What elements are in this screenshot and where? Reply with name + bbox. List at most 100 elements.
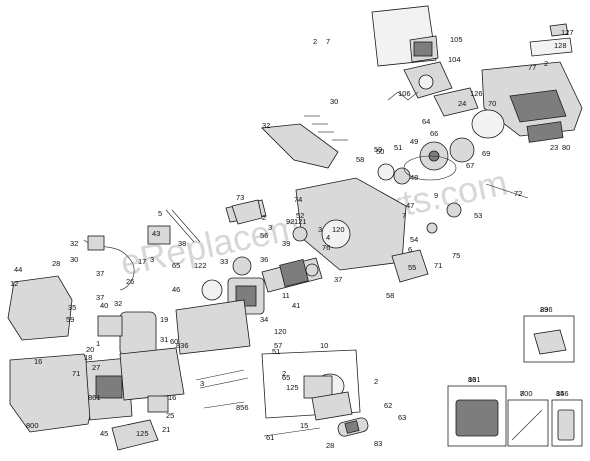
part-number-label: 44 (14, 265, 22, 274)
part-number-label: 836 (176, 341, 189, 350)
part-number-label: 28 (52, 259, 60, 268)
part-number-label: 7 (326, 37, 330, 46)
part-number-label: 12 (10, 279, 18, 288)
part-number-label: 69 (482, 149, 490, 158)
part-number-label: 26 (126, 277, 134, 286)
part-number-label: 74 (294, 195, 302, 204)
part-number-label: 62 (384, 401, 392, 410)
part-number-label: 19 (160, 315, 168, 324)
part-number-label: 128 (554, 41, 567, 50)
part-number-label: 52 (296, 211, 304, 220)
part-number-label: 46 (172, 285, 180, 294)
part-number-label: 20 (86, 345, 94, 354)
part-number-label: 45 (100, 429, 108, 438)
dust-bag (371, 5, 439, 67)
part-number-label: 59 (66, 315, 74, 324)
part-number-label: 55 (408, 263, 416, 272)
switch-38 (147, 225, 171, 245)
part-number-label: 66 (430, 129, 438, 138)
kit-836-box: 836 (523, 305, 575, 363)
part-number-label: 67 (466, 161, 474, 170)
rear-handle (9, 353, 97, 433)
motor-frame (175, 299, 251, 355)
part-number-label: 32 (114, 299, 122, 308)
part-number-label: 18 (84, 353, 92, 362)
kit-861-box: 861 (447, 375, 507, 447)
part-number-label: 40 (100, 301, 108, 310)
part-number-label: 125 (136, 429, 149, 438)
part-number-label: 10 (320, 341, 328, 350)
pad-80 (526, 121, 564, 143)
part-number-label: 2 (544, 59, 548, 68)
part-number-label: 60 (170, 337, 178, 346)
part-number-label: 1 (96, 339, 100, 348)
part-number-label: 16 (168, 393, 176, 402)
part-number-label: 9 (434, 191, 438, 200)
kit-800-label: 800 (520, 389, 533, 398)
part-number-label: 92 (286, 217, 294, 226)
part-number-label: 3 (318, 225, 322, 234)
part-number-label: 39 (282, 239, 290, 248)
part-number-label: 34 (260, 315, 268, 324)
part-number-label: 125 (286, 383, 299, 392)
part-number-label: 2 (313, 37, 317, 46)
part-number-label: 37 (334, 275, 342, 284)
part-number-label: 65 (172, 261, 180, 270)
rod-63 (263, 427, 321, 437)
part-number-label: 61 (266, 433, 274, 442)
part-number-label: 861 (88, 393, 101, 402)
part-number-label: 49 (410, 137, 418, 146)
part-number-label: 2 (262, 213, 266, 222)
part-number-label: 35 (68, 303, 76, 312)
part-number-label: 59 (374, 145, 382, 154)
part-number-label: 17 (138, 257, 146, 266)
part-number-label: 38 (178, 239, 186, 248)
part-number-label: 28 (326, 441, 334, 450)
part-number-label: 47 (406, 201, 414, 210)
platen-group (261, 349, 361, 421)
part-number-label: 36 (260, 255, 268, 264)
part-number-label: 2 (374, 377, 378, 386)
back-plate (85, 357, 133, 421)
part-number-label: 15 (300, 421, 308, 430)
pins-13 (195, 369, 249, 409)
kit-861-label: 861 (468, 375, 481, 384)
bracket-106 (387, 91, 419, 101)
part-number-label: 5 (158, 209, 162, 218)
part-number-label: 29 (540, 305, 548, 314)
part-number-label: 121 (294, 217, 307, 226)
part-number-label: 43 (152, 229, 160, 238)
part-number-label: 54 (410, 235, 418, 244)
part-number-label: 48 (410, 173, 418, 182)
part-number-label: 24 (458, 99, 466, 108)
part-number-label: 58 (356, 155, 364, 164)
part-number-label: 120 (274, 327, 287, 336)
part-number-label: 83 (374, 439, 382, 448)
motor-housing-right (481, 61, 583, 137)
part-number-label: 58 (386, 291, 394, 300)
part-number-label: 64 (422, 117, 430, 126)
kit-800-box: 800 (507, 389, 549, 447)
part-number-label: 50 (376, 147, 384, 156)
part-number-label: 106 (398, 89, 411, 98)
part-number-label: 3 (268, 223, 272, 232)
part-number-label: 30 (330, 97, 338, 106)
belt (403, 155, 457, 181)
part-number-label: 2 (282, 369, 286, 378)
bearing-small (292, 226, 319, 277)
brush-assembly (147, 395, 169, 413)
knob (231, 199, 263, 225)
part-number-label: 71 (72, 369, 80, 378)
part-number-label: 71 (434, 261, 442, 270)
kit-856-label: 856 (556, 389, 569, 398)
part-number-label: 3 (150, 255, 154, 264)
part-number-label: 65 (282, 373, 290, 382)
part-number-label: 57 (274, 341, 282, 350)
part-number-label: 6 (408, 245, 412, 254)
screws-30 (304, 115, 348, 141)
part-number-label: 76 (322, 243, 330, 252)
belt-guard (471, 109, 505, 139)
